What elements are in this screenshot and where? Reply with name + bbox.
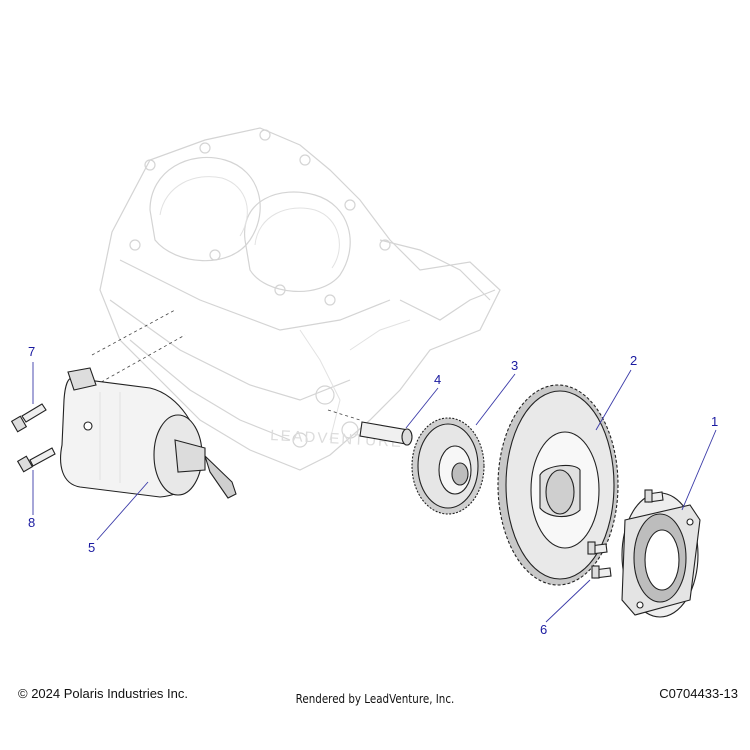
callout-labels: 1 2 3 4 5 6 7 8 [28, 344, 718, 637]
engine-crankcase-ghost [99, 127, 501, 471]
rendered-by-credit: Rendered by LeadVenture, Inc. [295, 692, 455, 706]
callout-1: 1 [711, 414, 718, 429]
alignment-dashes [91, 309, 361, 421]
diagram-code: C0704433-13 [659, 686, 738, 701]
starter-gear [497, 384, 619, 586]
callout-6: 6 [540, 622, 547, 637]
callout-2: 2 [630, 353, 637, 368]
callout-8: 8 [28, 515, 35, 530]
clutch-plate [621, 489, 701, 618]
leader-lines [32, 362, 717, 623]
copyright-notice: © 2024 Polaris Industries Inc. [18, 686, 188, 701]
callout-3: 3 [511, 358, 518, 373]
idler-gear [411, 417, 485, 515]
callout-7: 7 [28, 344, 35, 359]
callout-4: 4 [434, 372, 441, 387]
callout-5: 5 [88, 540, 95, 555]
bolt-8 [16, 447, 56, 473]
shaft-pin [359, 421, 413, 446]
bolt-6 [587, 541, 612, 579]
starter-motor [60, 367, 237, 499]
bolt-7 [10, 403, 47, 433]
